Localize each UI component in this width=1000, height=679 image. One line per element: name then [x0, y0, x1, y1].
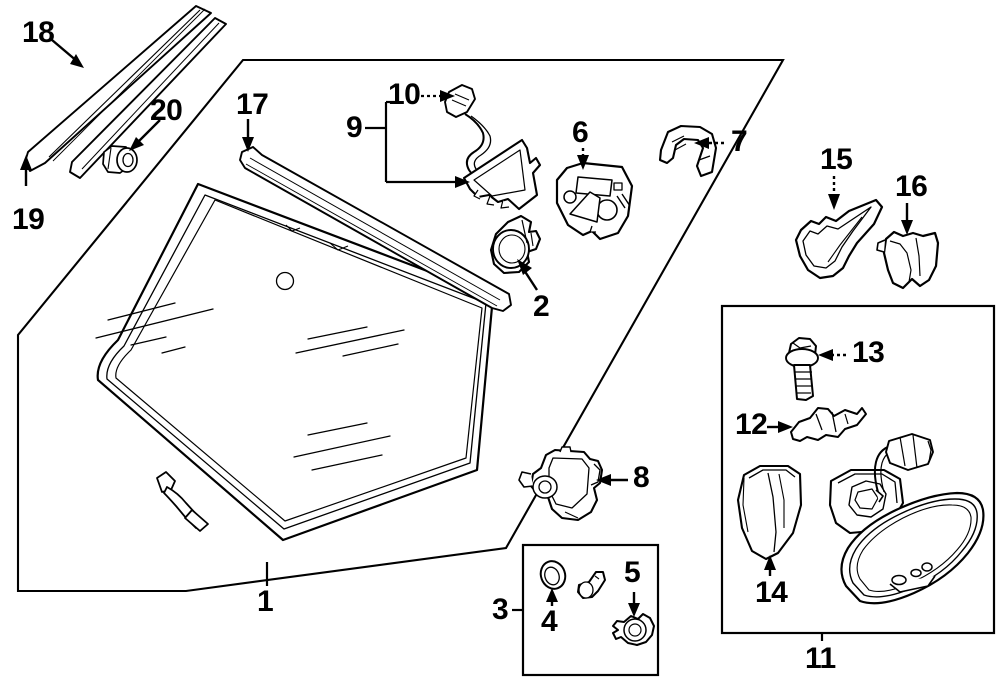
side-windshield-molding: [24, 5, 227, 179]
mirror-mount-bracket-inner: [790, 407, 867, 442]
windshield-glass: [96, 182, 495, 542]
callout-14: 14: [755, 576, 788, 609]
callout-4: 4: [541, 605, 558, 638]
callout-12: 12: [735, 408, 768, 441]
a-pillar-trim-cover-left: [794, 198, 884, 280]
glass-reflection-hatching: [95, 302, 405, 471]
mirror-base-cover: [736, 464, 803, 561]
sensor-retaining-ring: [489, 214, 542, 275]
wiper-motor-actuator: [518, 446, 604, 522]
callout-13: 13: [852, 336, 885, 369]
upper-windshield-molding: [239, 146, 512, 312]
retaining-clip: [658, 124, 718, 178]
toothed-retainer: [612, 613, 655, 646]
mirror-mounting-bracket: [555, 161, 634, 241]
a-pillar-trim-cover-right: [876, 230, 940, 290]
callout-18: 18: [22, 16, 55, 49]
hex-flange-bolt: [785, 337, 819, 401]
windshield-grommet-plug: [102, 145, 138, 174]
rain-sensor-module: [462, 138, 542, 211]
rear-view-mirror: [828, 468, 985, 605]
mirror-wiring-connector: [873, 433, 934, 503]
small-clip: [577, 571, 606, 599]
callout-17: 17: [236, 88, 269, 121]
callout-11: 11: [805, 642, 836, 675]
callout-15: 15: [820, 143, 853, 176]
callout-3: 3: [492, 593, 509, 626]
vehicle-body-outline: [16, 58, 785, 593]
rain-sensor-wire-lead: [444, 84, 476, 118]
callout-6: 6: [572, 116, 589, 149]
callout-19: 19: [12, 203, 45, 236]
callout-16: 16: [895, 170, 928, 203]
callout-8: 8: [633, 461, 650, 494]
callout-7: 7: [731, 125, 748, 158]
callout-10: 10: [388, 78, 421, 111]
mirror-kit-box: [720, 304, 996, 635]
grommet-ring: [539, 560, 567, 590]
callout-leader-lines: [20, 39, 913, 641]
callout-9: 9: [346, 111, 363, 144]
callout-2: 2: [533, 290, 550, 323]
callout-1: 1: [257, 585, 274, 618]
callout-5: 5: [624, 556, 641, 589]
windshield-wire-connector: [156, 471, 209, 532]
callout-20: 20: [150, 94, 183, 127]
